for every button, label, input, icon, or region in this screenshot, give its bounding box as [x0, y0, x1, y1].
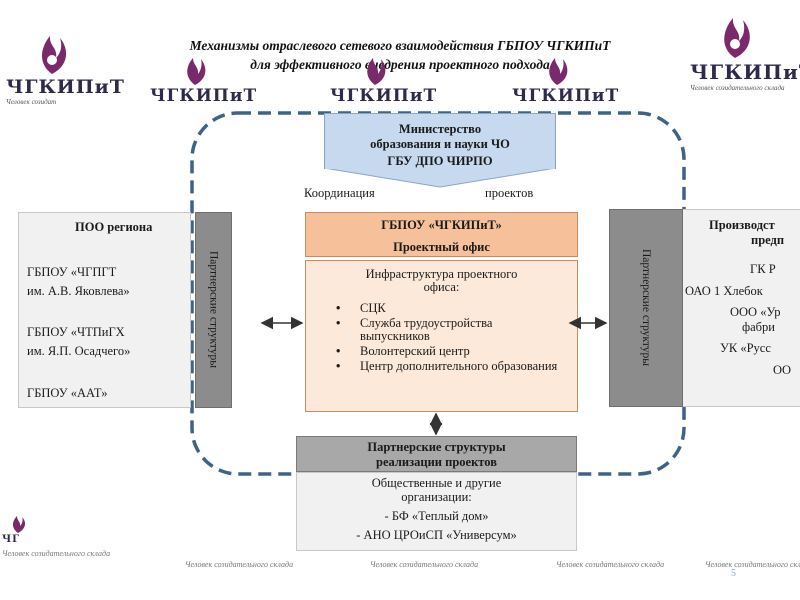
- left-panel-title: ПОО региона: [75, 220, 153, 234]
- logo-top-3: ЧГКИПиТ: [330, 52, 437, 106]
- flame-logo-icon: [549, 58, 568, 85]
- flame-logo-icon: [42, 36, 67, 74]
- left-org-3: ГБПОУ «ААТ»: [27, 386, 108, 400]
- list-item: УК «Русс: [720, 341, 771, 355]
- page-number: 5: [731, 568, 736, 579]
- flame-logo-icon: [13, 516, 26, 533]
- footer-slogan: Человек созидательного склада: [185, 560, 294, 569]
- footer-slogan: Человек созидательного склада: [705, 560, 800, 569]
- infrastructure-title: Инфраструктура проектного офиса:: [365, 267, 518, 294]
- logo-text: ЧГКИПиТ: [690, 60, 800, 84]
- logo-bottom-left: ЧГКИПиТ Человек созидательного склада: [2, 512, 110, 558]
- list-item: СЦК: [336, 302, 577, 316]
- list-item: ОАО 1 Хлебок: [685, 284, 763, 298]
- list-item: Волонтерский центр: [336, 345, 577, 359]
- right-panel-title: Производст предп: [709, 218, 785, 247]
- ministry-pointer: [324, 168, 556, 188]
- logo-top-right: ЧГКИПиТ Человек созидательного склада: [690, 10, 800, 92]
- list-item: ГК Р: [750, 262, 776, 276]
- list-item: ООО «Ур: [730, 305, 781, 319]
- flame-logo-icon: [724, 18, 750, 58]
- logo-slogan: Человек созидательного склада: [6, 98, 56, 106]
- list-item: Центр дополнительного образования: [336, 360, 560, 374]
- bottom-header-box: Партнерские структуры реализации проекто…: [296, 436, 577, 472]
- footer-slogan: Человек созидательного склада: [370, 560, 479, 569]
- right-panel: Производст предп ГК Р ОАО 1 Хлебок ООО «…: [683, 209, 800, 407]
- logo-text: ЧГКИПиТ: [2, 534, 20, 545]
- coordination-label: Координация: [304, 186, 375, 200]
- left-partner-strip: Партнерские структуры: [195, 212, 232, 408]
- logo-top-left: ЧГКИПиТ Человек созидательного склада: [6, 28, 125, 106]
- org-box: ГБПОУ «ЧГКИПиТ» Проектный офис: [305, 212, 578, 257]
- logo-text: ЧГКИПиТ: [150, 86, 258, 106]
- list-item: Служба трудоустройства выпускников: [336, 317, 500, 343]
- right-partner-label: Партнерские структуры: [640, 249, 652, 367]
- left-panel: ПОО региона ГБПОУ «ЧГПГТ им. А.В. Яковле…: [18, 212, 191, 408]
- ministry-box: Министерство образования и науки ЧО ГБУ …: [324, 113, 556, 169]
- logo-slogan: Человек созидательного склада: [690, 84, 785, 92]
- list-item: ОО: [773, 363, 792, 377]
- logo-slogan: Человек созидательного склада: [2, 549, 111, 558]
- left-org-2: ГБПОУ «ЧТПиГХ им. Я.П. Осадчего»: [27, 325, 131, 358]
- bottom-content-box: Общественные и другие организации: - БФ …: [296, 472, 577, 551]
- page-title: Механизмы отраслевого сетевого взаимодей…: [189, 38, 611, 72]
- footer-slogan: Человек созидательного склада: [556, 560, 665, 569]
- logo-text: ЧГКИПиТ: [512, 86, 620, 106]
- list-item: фабри: [742, 320, 775, 334]
- left-org-1: ГБПОУ «ЧГПГТ им. А.В. Яковлева»: [27, 265, 130, 298]
- flame-logo-icon: [367, 58, 386, 85]
- logo-top-4: ЧГКИПиТ: [512, 52, 619, 106]
- left-partner-label: Партнерские структуры: [207, 251, 220, 369]
- logo-top-2: ЧГКИПиТ: [150, 52, 257, 106]
- infrastructure-box: Инфраструктура проектного офиса: СЦК Слу…: [305, 260, 578, 412]
- logo-text: ЧГКИПиТ: [330, 86, 438, 106]
- logo-text: ЧГКИПиТ: [6, 76, 125, 98]
- projects-label: проектов: [485, 186, 534, 200]
- flame-logo-icon: [187, 58, 206, 85]
- infrastructure-list: СЦК Служба трудоустройства выпускников В…: [306, 302, 577, 374]
- right-partner-strip: Партнерские структуры: [609, 209, 683, 407]
